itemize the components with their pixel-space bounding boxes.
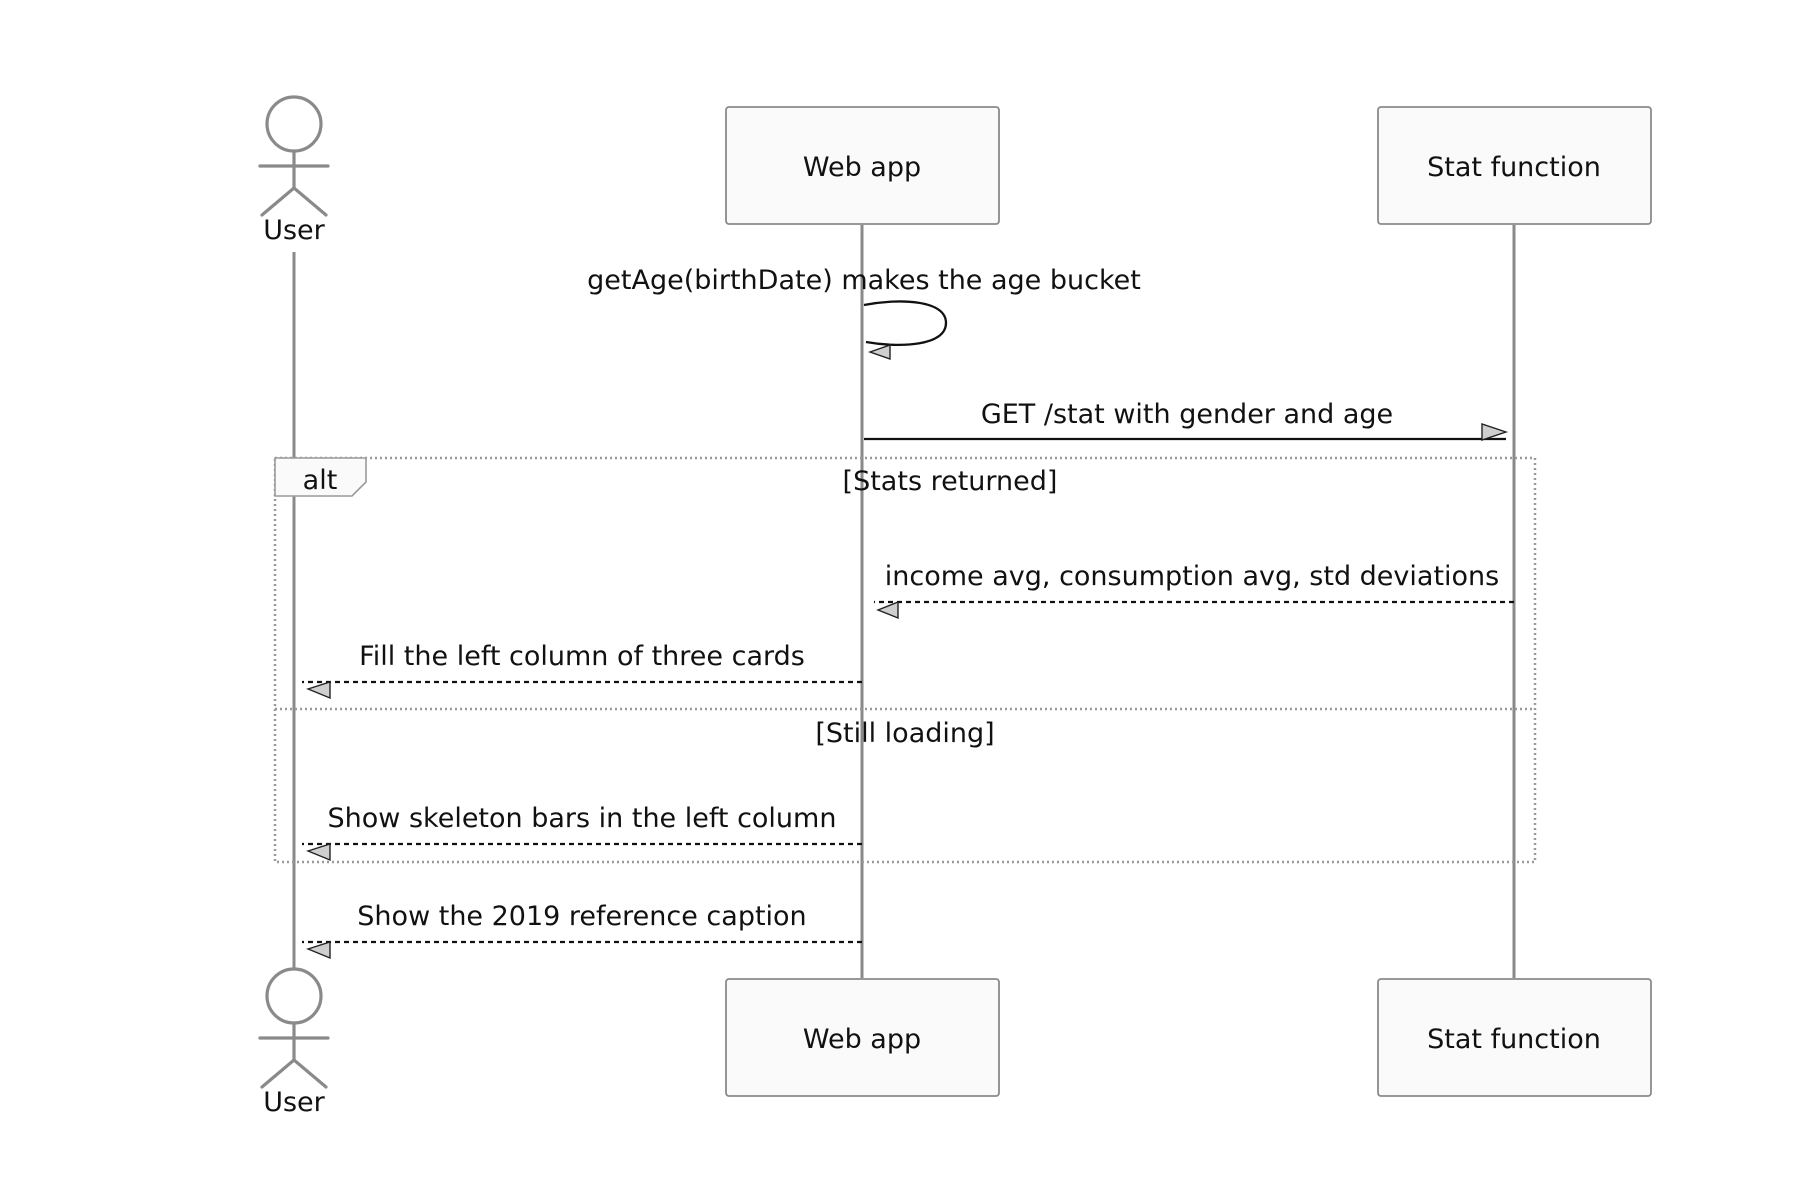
stat-box-top[interactable]: Stat function bbox=[1377, 106, 1652, 225]
webapp-box-top[interactable]: Web app bbox=[725, 106, 1000, 225]
webapp-box-bottom[interactable]: Web app bbox=[725, 978, 1000, 1097]
webapp-box-bottom-rect bbox=[725, 978, 1000, 1097]
self-call-arrowhead bbox=[867, 344, 891, 360]
stat-label-bottom: Stat function bbox=[1427, 1024, 1601, 1055]
user-actor-head-icon bbox=[265, 95, 323, 153]
caption-message[interactable]: Show the 2019 reference caption bbox=[302, 901, 862, 960]
stat-box-top-rect bbox=[1377, 106, 1652, 225]
fill-cards-label: Fill the left column of three cards bbox=[359, 641, 805, 672]
skeleton-arrowhead bbox=[305, 843, 331, 862]
self-call-label: getAge(birthDate) makes the age bucket bbox=[587, 265, 1141, 296]
skeleton-label: Show skeleton bars in the left column bbox=[328, 803, 837, 834]
alt-frame-tag bbox=[274, 457, 367, 497]
stats-reply-label: income avg, consumption avg, std deviati… bbox=[885, 561, 1499, 592]
webapp-label-top: Web app bbox=[803, 152, 921, 183]
user-label-bottom: User bbox=[263, 1087, 325, 1118]
get-stat-arrowhead bbox=[1481, 423, 1509, 441]
caption-arrowhead bbox=[305, 941, 331, 960]
stat-box-bottom-rect bbox=[1377, 978, 1652, 1097]
user-actor-bottom-head-icon bbox=[265, 967, 323, 1025]
fill-cards-arrowhead bbox=[305, 681, 331, 700]
caption-label: Show the 2019 reference caption bbox=[357, 901, 806, 932]
webapp-label-bottom: Web app bbox=[803, 1024, 921, 1055]
stat-label-top: Stat function bbox=[1427, 152, 1601, 183]
user-actor-right-leg bbox=[292, 186, 328, 217]
skeleton-message[interactable]: Show skeleton bars in the left column bbox=[302, 803, 862, 862]
stats-reply-arrowhead bbox=[876, 600, 899, 620]
stat-box-bottom[interactable]: Stat function bbox=[1377, 978, 1652, 1097]
webapp-box-top-rect bbox=[725, 106, 1000, 225]
self-call-loop bbox=[863, 300, 948, 347]
user-actor-bottom[interactable]: User bbox=[258, 967, 330, 1118]
user-actor-left-leg bbox=[260, 186, 296, 217]
alt-branch-2-condition: [Still loading] bbox=[815, 718, 994, 749]
alt-branch-1-condition: [Stats returned] bbox=[843, 466, 1058, 497]
alt-frame-keyword: alt bbox=[303, 465, 338, 496]
user-actor-bottom-right-leg bbox=[292, 1058, 328, 1089]
get-stat-message[interactable]: GET /stat with gender and age bbox=[864, 399, 1509, 441]
alt-frame-border bbox=[273, 456, 1537, 864]
self-call-message[interactable]: getAge(birthDate) makes the age bucket bbox=[587, 265, 1141, 360]
stats-reply-message[interactable]: income avg, consumption avg, std deviati… bbox=[874, 561, 1514, 620]
user-actor-top[interactable]: User bbox=[258, 95, 330, 246]
fill-cards-message[interactable]: Fill the left column of three cards bbox=[302, 641, 862, 700]
alt-frame: alt [Stats returned] [Still loading] bbox=[273, 456, 1537, 864]
user-actor-bottom-left-leg bbox=[260, 1058, 296, 1089]
get-stat-label: GET /stat with gender and age bbox=[981, 399, 1393, 430]
user-label-top: User bbox=[263, 215, 325, 246]
